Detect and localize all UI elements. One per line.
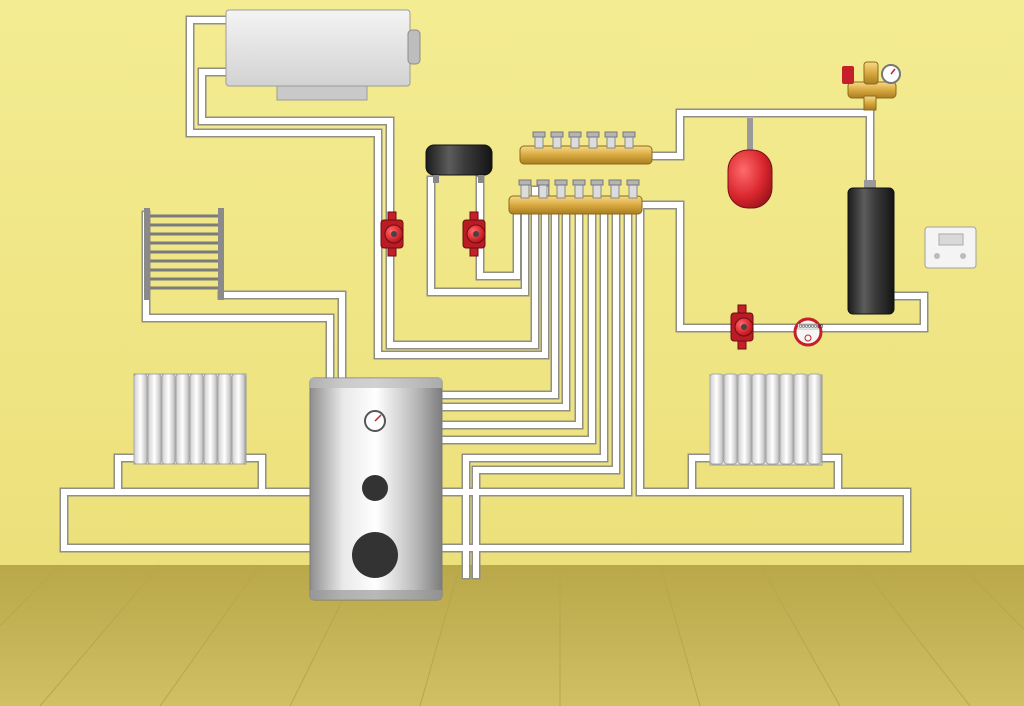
pressure-gauge-icon <box>842 61 901 111</box>
pump-icon <box>462 211 486 257</box>
expansion-tank-icon <box>727 118 773 209</box>
thermostat-icon <box>924 226 977 269</box>
pump-icon <box>380 211 404 257</box>
radiator-icon <box>133 373 247 465</box>
water-meter-icon: 00000000 <box>793 317 823 347</box>
manifold-icon <box>508 179 643 215</box>
wall-boiler-icon <box>225 9 421 101</box>
water-meter-reading: 00000000 <box>799 324 823 330</box>
water-heater-icon <box>847 180 895 315</box>
pump-icon <box>730 304 754 350</box>
manifold-icon <box>519 131 653 165</box>
towel-rail-icon <box>144 208 224 300</box>
storage-tank-icon <box>309 377 443 601</box>
floor <box>0 565 1024 706</box>
pipe-network <box>59 15 929 580</box>
radiator-icon <box>709 373 823 466</box>
tank-icon <box>425 144 493 183</box>
